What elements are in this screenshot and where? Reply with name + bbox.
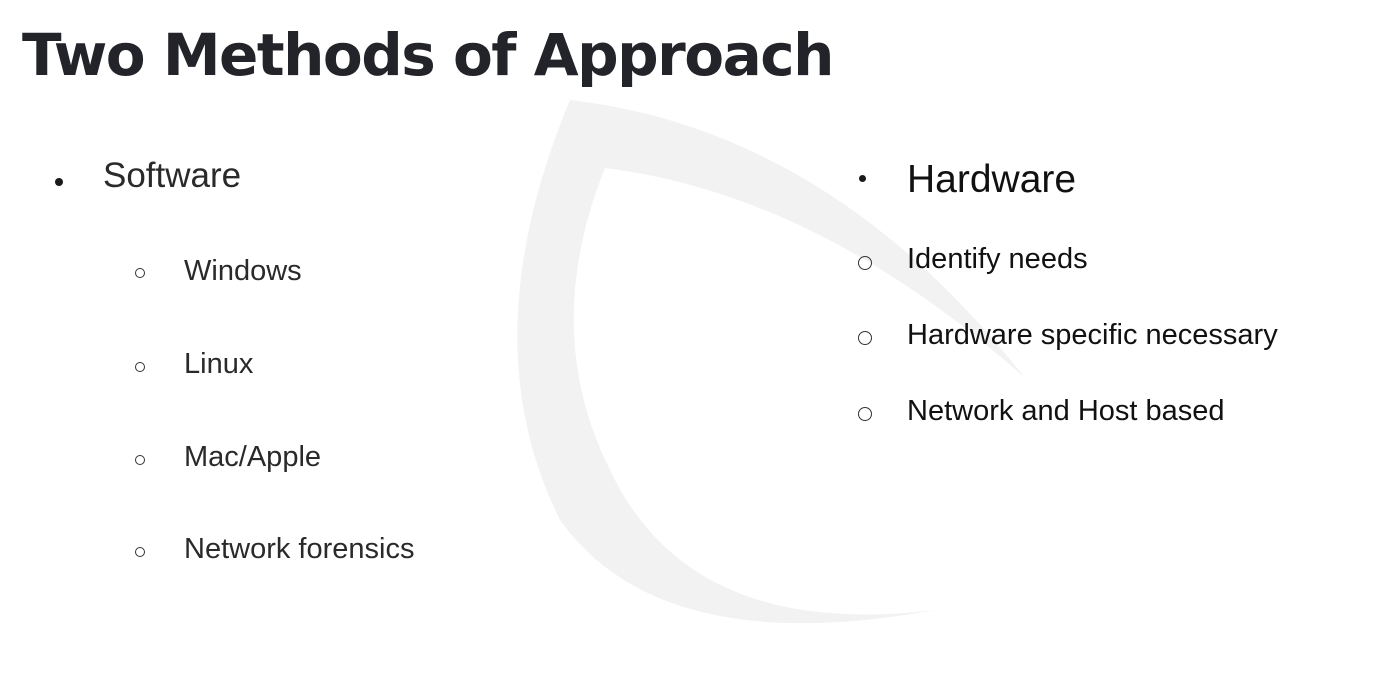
slide-title: Two Methods of Approach	[22, 21, 834, 89]
hardware-item-hardware-specific: Hardware specific necessary	[907, 319, 1278, 351]
bullet-circle-icon	[135, 455, 145, 465]
hardware-item-network-host: Network and Host based	[907, 395, 1225, 427]
bullet-dot-icon	[859, 175, 866, 182]
software-item-windows: Windows	[184, 255, 302, 287]
bullet-circle-icon	[135, 547, 145, 557]
software-item-mac-apple: Mac/Apple	[184, 441, 322, 473]
bullet-circle-icon	[135, 362, 145, 372]
bullet-circle-icon	[135, 268, 145, 278]
hardware-heading: Hardware	[907, 158, 1077, 201]
software-heading: Software	[103, 156, 242, 195]
bullet-circle-icon	[858, 256, 872, 270]
software-item-linux: Linux	[184, 348, 254, 380]
bullet-circle-icon	[858, 407, 872, 421]
bullet-circle-icon	[858, 331, 872, 345]
bullet-dot-icon	[55, 178, 63, 186]
hardware-item-identify-needs: Identify needs	[907, 243, 1088, 275]
software-item-network-forensics: Network forensics	[184, 533, 415, 565]
